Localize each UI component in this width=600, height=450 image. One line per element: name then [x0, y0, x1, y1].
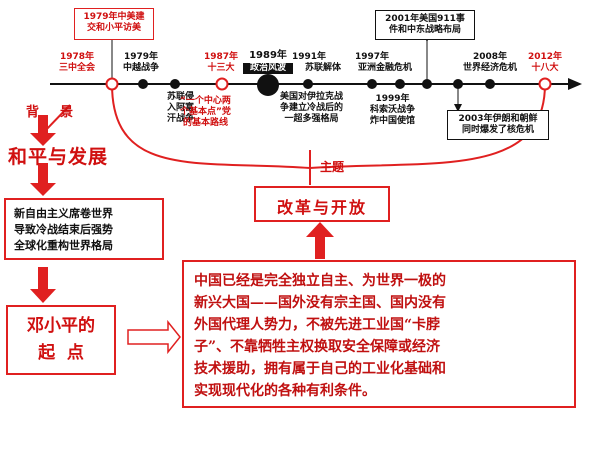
hollow-arrow	[127, 319, 181, 355]
main-line6: 实现现代化的各种有利条件。	[194, 383, 376, 399]
background-char-1: 背	[26, 105, 40, 120]
dot-1979	[138, 79, 148, 89]
dot-2001	[422, 79, 432, 89]
background-reasons-box: 新自由主义席卷世界 导致冷战结束后强势 全球化重构世界格局	[4, 198, 164, 260]
y1978-label: 1978年	[59, 52, 95, 62]
iraq-line3: 一超多强格局	[284, 114, 339, 124]
event-2003-line2: 同时爆发了核危机	[461, 125, 534, 135]
one-center-line2: 个基本点”党	[180, 107, 231, 117]
dot-1978	[105, 77, 119, 91]
main-line4: 子”、不靠牺牲主权换取安全保障或经济	[194, 339, 441, 355]
y1987-label: 1987年	[203, 52, 239, 62]
y1999-line3: 炸中国使馆	[370, 116, 416, 126]
main-line3: 外国代理人势力，不被先进工业国“卡脖	[194, 317, 441, 333]
y1991-label: 1991年	[291, 52, 327, 62]
theme-label: 主题	[320, 160, 345, 174]
background-arrow-line	[43, 104, 71, 133]
dot-2012	[538, 77, 552, 91]
y1978-sub: 三中全会	[58, 63, 95, 73]
y1979-label: 1979年	[123, 52, 159, 62]
event-1979-box: 1979年中美建 交和小平访美	[74, 8, 154, 40]
y1999-line2: 科索沃战争	[370, 105, 416, 115]
event-1979-line1: 1979年中美建	[83, 12, 145, 22]
event-2003-line1: 2003年伊朗和朝鲜	[458, 114, 538, 124]
reform-opening-box: 改革与开放	[254, 186, 390, 222]
timeline-arrowhead	[568, 78, 582, 90]
dot-2008	[485, 79, 495, 89]
background-char-2: 景	[60, 105, 74, 120]
dot-1991	[303, 79, 313, 89]
one-center-label: “一个中心两 个基本点”党 的基本路线	[180, 96, 231, 129]
one-center-line1: “一个中心两	[180, 96, 231, 106]
reason-line3: 全球化重构世界格局	[14, 239, 113, 252]
y1997-sub: 亚洲金融危机	[357, 63, 412, 73]
afghan-line3: 汗战争	[167, 114, 195, 124]
y2012-sub: 十八大	[531, 63, 559, 73]
y2008-sub: 世界经济危机	[462, 63, 517, 73]
event-2001-line2: 件和中东战略布局	[388, 25, 461, 35]
iraq-line1: 美国对伊拉克战	[280, 92, 344, 102]
peace-development-title: 和平与发展	[8, 146, 109, 168]
main-line1: 中国已经是完全独立自主、为世界一极的	[194, 273, 446, 289]
y1999-line1: 1999年	[375, 94, 410, 104]
main-line2: 新兴大国——国外没有宗主国、国内没有	[194, 295, 446, 311]
main-line5: 技术援助，拥有属于自己的工业化基础和	[194, 361, 446, 377]
event-2001-line1: 2001年美国911事	[385, 14, 465, 24]
deng-line1: 邓小平的	[27, 316, 95, 336]
y1979-sub: 中越战争	[122, 63, 159, 73]
event-1979-line2: 交和小平访美	[86, 23, 141, 33]
iraq-label: 美国对伊拉克战 争建立冷战后的 一超多强格局	[280, 92, 343, 125]
y1989-label: 1989年	[249, 50, 287, 61]
dot-1989	[257, 74, 279, 96]
afghan-line2: 入阿富	[167, 103, 195, 113]
dot-1997	[367, 79, 377, 89]
main-statement-box: 中国已经是完全独立自主、为世界一极的 新兴大国——国外没有宗主国、国内没有 外国…	[182, 260, 576, 408]
dot-1987	[215, 77, 229, 91]
y1991-sub: 苏联解体	[304, 63, 341, 73]
deng-start-box: 邓小平的 起 点	[6, 305, 116, 375]
y1987-sub: 十三大	[207, 63, 235, 73]
thick-arrows	[30, 115, 334, 303]
y1989-sub: 政治风波	[243, 63, 293, 74]
afghan-label: 苏联侵 入阿富 汗战争	[167, 92, 194, 125]
iraq-line2: 争建立冷战后的	[280, 103, 344, 113]
dot-2003	[453, 79, 463, 89]
deng-line2: 起 点	[38, 343, 84, 363]
reason-line1: 新自由主义席卷世界	[14, 207, 113, 220]
reason-line2: 导致冷战结束后强势	[14, 223, 113, 236]
y2012-label: 2012年	[527, 52, 563, 62]
dot-1999	[395, 79, 405, 89]
y1997-label: 1997年	[354, 52, 390, 62]
dot-afghan	[170, 79, 180, 89]
event-2003-box: 2003年伊朗和朝鲜 同时爆发了核危机	[447, 110, 549, 140]
one-center-line3: 的基本路线	[182, 118, 228, 128]
event-2001-box: 2001年美国911事 件和中东战略布局	[375, 10, 475, 40]
afghan-line1: 苏联侵	[167, 92, 195, 102]
y1999-label: 1999年 科索沃战争 炸中国使馆	[370, 94, 415, 127]
y2008-label: 2008年	[472, 52, 508, 62]
